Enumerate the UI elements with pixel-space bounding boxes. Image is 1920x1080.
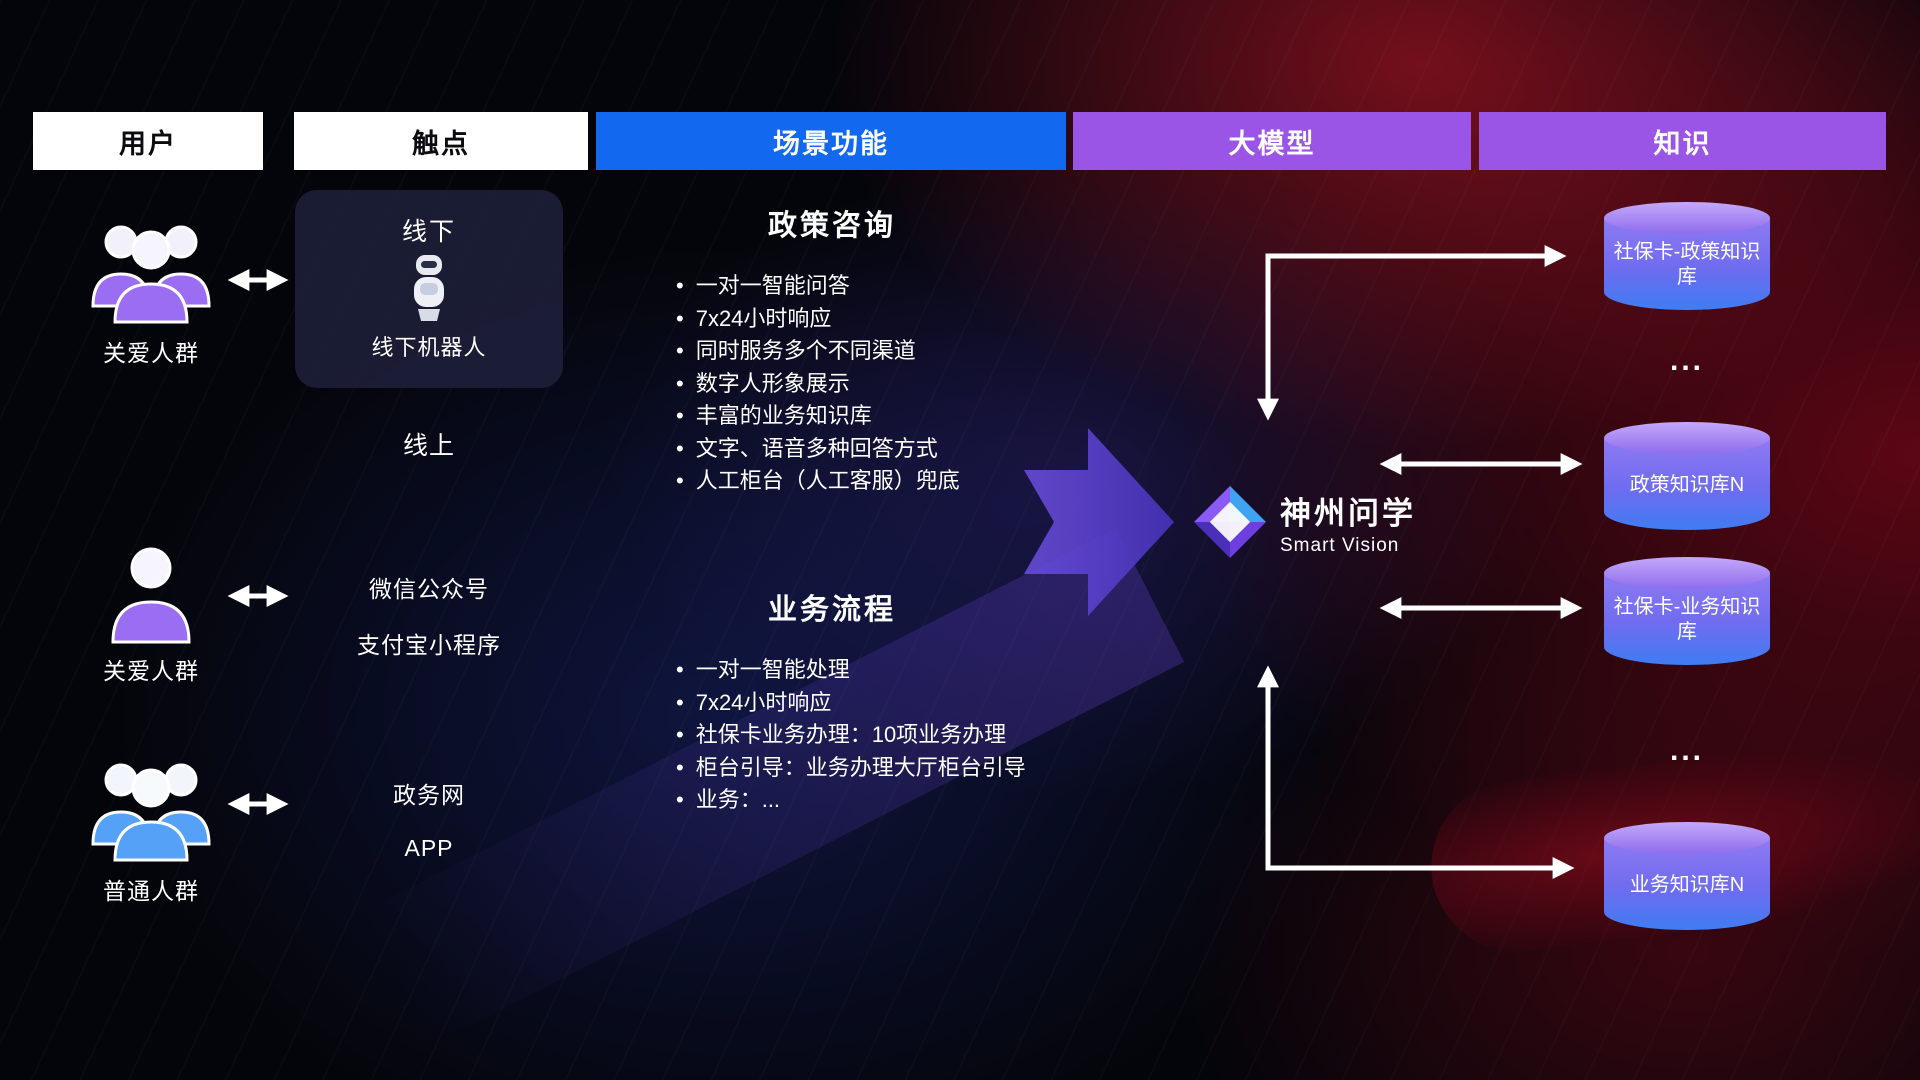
user-care-single: 关爱人群	[66, 542, 236, 686]
column-header-touchpoints: 触点	[294, 112, 588, 170]
kb-ellipsis: ...	[1669, 734, 1704, 767]
kb-label: 业务知识库N	[1629, 873, 1745, 896]
channel-wechat: 微信公众号	[369, 576, 489, 602]
scene-business-process: 业务流程 一对一智能处理 7x24小时响应 社保卡业务办理：10项业务办理 柜台…	[676, 586, 1196, 817]
scene-item: 7x24小时响应	[676, 303, 1196, 336]
column-header-label: 知识	[1653, 128, 1712, 159]
channel-govweb: 政务网	[393, 782, 465, 808]
scene-item: 同时服务多个不同渠道	[676, 335, 1196, 368]
scene-item: 人工柜台（人工客服）兜底	[676, 465, 1196, 498]
column-header-knowledge: 知识	[1479, 112, 1886, 170]
scene-item: 柜台引导：业务办理大厅柜台引导	[676, 752, 1196, 785]
kb-label: 政策知识库N	[1629, 473, 1745, 496]
channel-alipay: 支付宝小程序	[357, 632, 501, 658]
scene-title: 政策咨询	[768, 210, 897, 242]
flow-arrow	[1024, 428, 1174, 616]
kb-label: 社保卡-政策知识库	[1613, 241, 1761, 288]
column-header-users: 用户	[33, 112, 263, 170]
kb-cylinder-policy-n: 政策知识库N	[1602, 420, 1772, 532]
kb-ellipsis: ...	[1669, 344, 1704, 377]
column-header-llm: 大模型	[1073, 112, 1471, 170]
people-group-icon	[91, 225, 211, 324]
scene-item-list: 一对一智能处理 7x24小时响应 社保卡业务办理：10项业务办理 柜台引导：业务…	[676, 654, 1196, 817]
logo-diamond-icon	[1194, 486, 1266, 558]
kb-label: 社保卡-业务知识库	[1613, 596, 1761, 643]
scene-title: 业务流程	[768, 594, 897, 626]
scene-item: 业务：...	[676, 784, 1196, 817]
user-label: 关爱人群	[103, 658, 199, 684]
offline-robot-label: 线下机器人	[371, 335, 487, 360]
online-label: 线上	[402, 432, 455, 460]
channel-app: APP	[404, 835, 454, 861]
scene-item: 丰富的业务知识库	[676, 400, 1196, 433]
user-label: 普通人群	[103, 878, 199, 904]
column-header-scene-functions: 场景功能	[596, 112, 1066, 170]
person-icon	[111, 547, 191, 644]
scene-item: 数字人形象展示	[676, 368, 1196, 401]
column-header-label: 场景功能	[773, 128, 889, 159]
database-icon	[1604, 822, 1770, 930]
database-icon	[1604, 422, 1770, 530]
offline-touchpoint-card: 线下 线下机器人	[295, 190, 563, 388]
user-care-group-1: 关爱人群	[66, 210, 236, 368]
scene-item: 一对一智能处理	[676, 654, 1196, 687]
scene-item: 一对一智能问答	[676, 270, 1196, 303]
logo-name: 神州问学	[1280, 495, 1416, 531]
user-label: 关爱人群	[103, 340, 199, 366]
scene-item-list: 一对一智能问答 7x24小时响应 同时服务多个不同渠道 数字人形象展示 丰富的业…	[676, 270, 1196, 498]
kb-cylinder-business-socialcard: 社保卡-业务知识库	[1602, 555, 1772, 667]
smart-vision-logo: 神州问学 Smart Vision	[1194, 486, 1416, 558]
logo-subtitle: Smart Vision	[1280, 534, 1400, 556]
column-header-label: 用户	[119, 128, 177, 159]
scene-item: 社保卡业务办理：10项业务办理	[676, 719, 1196, 752]
user-general-group: 普通人群	[66, 748, 236, 906]
database-icon	[1604, 557, 1770, 665]
database-icon	[1604, 202, 1770, 310]
offline-title: 线下	[401, 218, 456, 246]
kb-cylinder-policy-socialcard: 社保卡-政策知识库	[1602, 200, 1772, 312]
column-header-label: 触点	[412, 128, 470, 159]
kb-cylinder-business-n: 业务知识库N	[1602, 820, 1772, 932]
scene-item: 7x24小时响应	[676, 687, 1196, 720]
scene-item: 文字、语音多种回答方式	[676, 433, 1196, 466]
robot-icon	[414, 255, 444, 321]
column-header-label: 大模型	[1228, 128, 1316, 159]
kb-connector-top-elbow	[1256, 244, 1567, 421]
people-group-icon	[91, 763, 211, 862]
scene-policy-consulting: 政策咨询 一对一智能问答 7x24小时响应 同时服务多个不同渠道 数字人形象展示…	[676, 202, 1196, 498]
